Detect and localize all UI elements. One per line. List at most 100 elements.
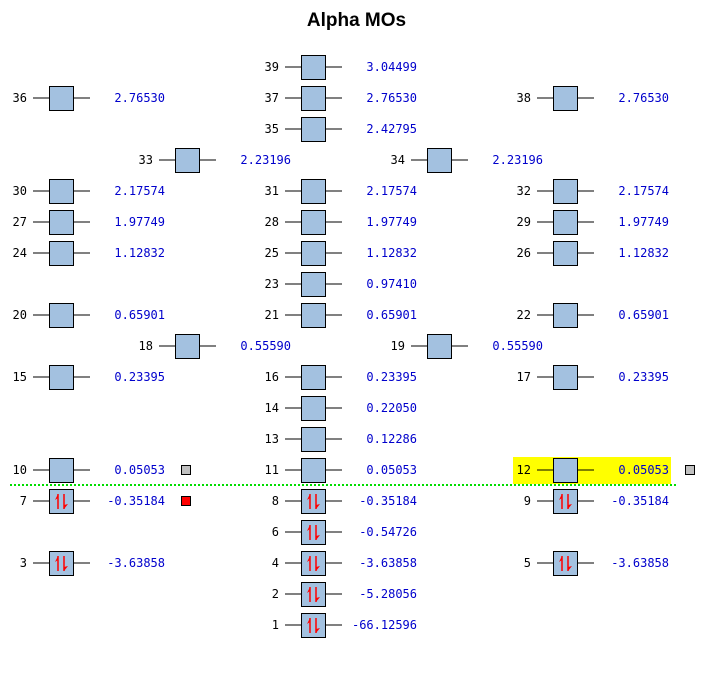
homo-marker[interactable]	[181, 496, 191, 506]
orbital-box[interactable]	[175, 148, 200, 173]
orbital-box[interactable]	[553, 489, 578, 514]
orbital-mo-1[interactable]: 1-66.12596	[272, 613, 417, 638]
orbital-box[interactable]	[301, 396, 326, 421]
orbital-number: 11	[265, 463, 279, 477]
electron-pair-icon	[307, 618, 320, 633]
orbital-box[interactable]	[553, 365, 578, 390]
orbital-box[interactable]	[553, 86, 578, 111]
orbital-box[interactable]	[427, 148, 452, 173]
orbital-energy: 0.23395	[366, 370, 417, 384]
orbital-box[interactable]	[49, 179, 74, 204]
orbital-number: 12	[517, 463, 531, 477]
orbital-energy: 0.22050	[366, 401, 417, 415]
orbital-box[interactable]	[49, 241, 74, 266]
orbital-energy: 2.76530	[114, 91, 165, 105]
orbital-box[interactable]	[49, 303, 74, 328]
orbital-box[interactable]	[49, 86, 74, 111]
orbital-energy: -0.35184	[107, 494, 165, 508]
orbital-box[interactable]	[301, 241, 326, 266]
orbital-mo-2[interactable]: 2-5.28056	[272, 582, 417, 607]
orbital-box[interactable]	[301, 613, 326, 638]
orbital-energy: -0.35184	[359, 494, 417, 508]
orbital-box[interactable]	[553, 179, 578, 204]
orbital-energy: 1.97749	[114, 215, 165, 229]
orbital-box[interactable]	[553, 551, 578, 576]
orbital-number: 3	[20, 556, 27, 570]
orbital-box[interactable]	[301, 179, 326, 204]
orbital-mo-8[interactable]: 8 -0.35184	[272, 489, 417, 514]
orbital-box[interactable]	[49, 489, 74, 514]
orbital-box[interactable]	[301, 272, 326, 297]
orbital-mo-6[interactable]: 6-0.54726	[272, 520, 417, 545]
orbital-box[interactable]	[553, 210, 578, 235]
orbital-energy: 1.12832	[366, 246, 417, 260]
orbital-box[interactable]	[553, 303, 578, 328]
orbital-number: 32	[517, 184, 531, 198]
lumo-marker[interactable]	[181, 465, 191, 475]
orbital-box[interactable]	[301, 551, 326, 576]
orbital-box[interactable]	[553, 458, 578, 483]
orbital-box[interactable]	[301, 582, 326, 607]
orbital-energy: -66.12596	[352, 618, 417, 632]
orbital-box[interactable]	[427, 334, 452, 359]
orbital-number: 30	[13, 184, 27, 198]
electron-pair-icon	[307, 587, 320, 602]
orbital-box[interactable]	[49, 365, 74, 390]
orbital-mo-5[interactable]: 5-3.63858	[524, 551, 669, 576]
electron-pair-icon	[307, 556, 320, 571]
orbital-box[interactable]	[301, 117, 326, 142]
orbital-box[interactable]	[49, 551, 74, 576]
orbital-mo-3[interactable]: 3-3.63858	[20, 551, 165, 576]
orbital-box[interactable]	[301, 458, 326, 483]
orbital-box[interactable]	[49, 458, 74, 483]
orbital-number: 29	[517, 215, 531, 229]
orbital-box[interactable]	[301, 427, 326, 452]
orbital-mo-7[interactable]: 7-0.35184	[20, 489, 191, 514]
orbital-box[interactable]	[301, 210, 326, 235]
orbital-mo-9[interactable]: 9-0.35184	[524, 489, 669, 514]
orbital-mo-4[interactable]: 4-3.63858	[272, 551, 417, 576]
orbital-box[interactable]	[175, 334, 200, 359]
orbital-box[interactable]	[49, 210, 74, 235]
orbital-number: 8	[272, 494, 279, 508]
orbital-box[interactable]	[301, 489, 326, 514]
orbital-box[interactable]	[301, 86, 326, 111]
orbital-box[interactable]	[301, 303, 326, 328]
orbital-box[interactable]	[553, 241, 578, 266]
lumo-marker[interactable]	[685, 465, 695, 475]
orbital-box[interactable]	[301, 365, 326, 390]
orbital-box[interactable]	[301, 520, 326, 545]
orbital-box[interactable]	[301, 55, 326, 80]
